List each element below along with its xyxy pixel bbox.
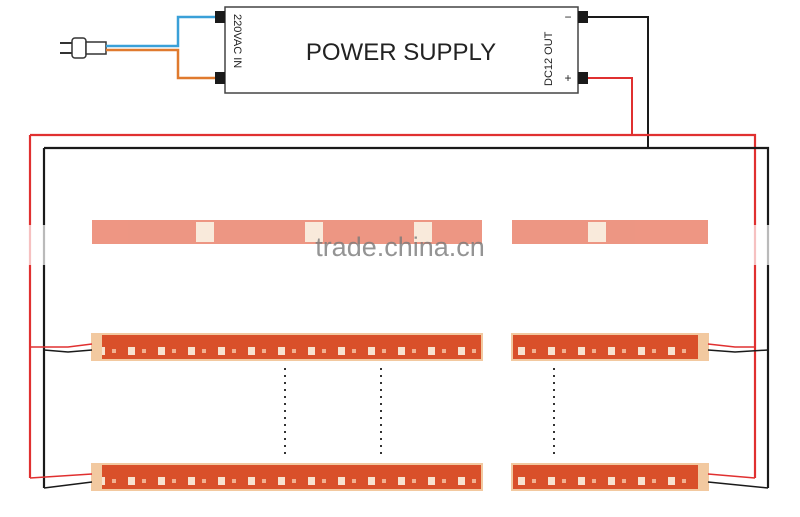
watermark-text: trade.china.cn [315, 232, 485, 262]
power-supply-title: POWER SUPPLY [306, 39, 496, 66]
bottom-right-positive-lead [707, 473, 756, 479]
ac-plug-icon [60, 37, 107, 59]
bottom-right-negative-lead [707, 481, 769, 489]
negative-terminal-label: − [564, 10, 571, 24]
output-label: DC12 OUT [543, 31, 555, 86]
middle-left-positive-lead [30, 343, 93, 348]
continuation-dots [284, 368, 555, 455]
power-supply-box: POWER SUPPLY 220VAC IN DC12 OUT − + [215, 6, 588, 94]
middle-right-positive-lead [707, 343, 755, 348]
middle-right-negative-lead [707, 349, 769, 353]
dc-positive-wire [588, 77, 633, 135]
led-strip-row-bottom [91, 463, 709, 491]
bottom-left-positive-lead [29, 473, 93, 479]
led-strip-row-middle [91, 333, 709, 361]
negative-bus-loop [42, 146, 770, 488]
positive-bus-loop [28, 133, 757, 478]
bottom-left-negative-lead [43, 481, 93, 489]
ac-wire-blue [106, 15, 215, 48]
led-strip-segment [512, 220, 708, 244]
dc-negative-wire [588, 16, 649, 148]
ac-wire-orange [106, 48, 215, 80]
led-strip-row-top [92, 220, 708, 244]
positive-terminal-label: + [564, 71, 571, 85]
input-label: 220VAC IN [231, 14, 243, 68]
middle-left-negative-lead [43, 349, 93, 353]
